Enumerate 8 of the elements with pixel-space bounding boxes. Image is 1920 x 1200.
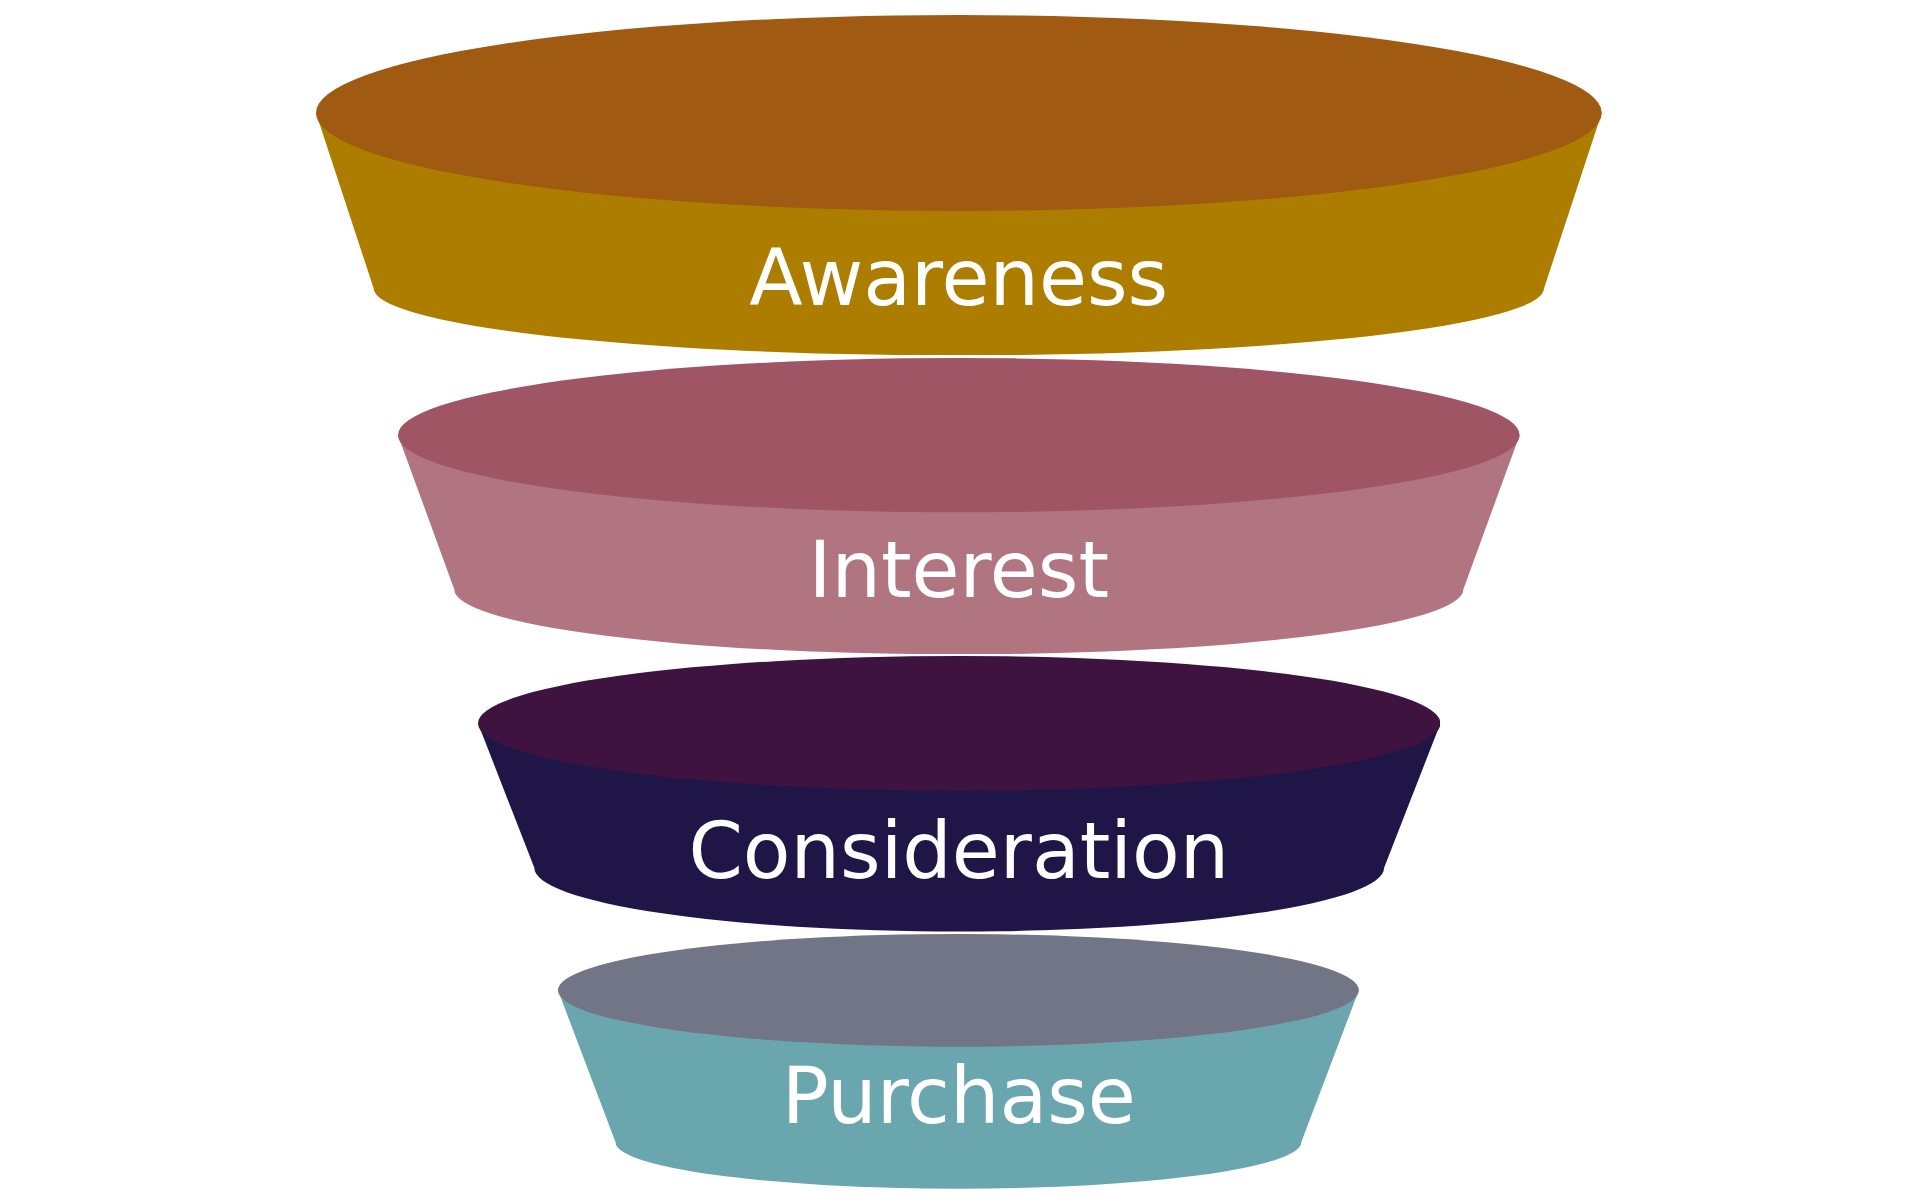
- stage-label: Awareness: [749, 239, 1169, 318]
- funnel-segment: [477, 656, 1440, 932]
- stage-label: Purchase: [781, 1057, 1136, 1136]
- stage-label: Consideration: [688, 812, 1230, 891]
- funnel-segment: [397, 357, 1520, 654]
- funnel-segment: [315, 14, 1602, 356]
- funnel-segment: [558, 934, 1360, 1189]
- stage-label: Interest: [808, 530, 1110, 609]
